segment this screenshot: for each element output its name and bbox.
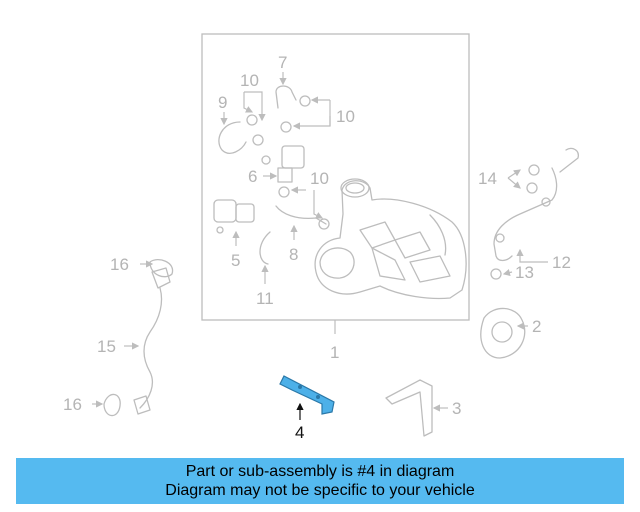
valve-6[interactable] <box>261 145 305 183</box>
oil-return-line-15[interactable] <box>133 267 171 415</box>
callout-16-top: 16 <box>110 255 129 274</box>
callout-9: 9 <box>218 93 227 112</box>
callout-11: 11 <box>256 289 274 308</box>
hose-11[interactable] <box>259 231 271 265</box>
gasket-2[interactable] <box>480 307 526 359</box>
oil-line-12[interactable] <box>493 147 579 262</box>
callout-4: 4 <box>295 423 304 442</box>
callout-6: 6 <box>248 167 257 186</box>
seal-13[interactable] <box>490 268 502 280</box>
hose-9[interactable] <box>218 121 247 154</box>
callout-3: 3 <box>452 399 461 418</box>
parts-diagram: 1 2 3 4 5 6 7 8 9 10 10 10 11 12 13 14 1… <box>63 33 579 442</box>
callout-2: 2 <box>532 317 541 336</box>
callout-12: 12 <box>552 253 571 272</box>
clamp-10-top[interactable] <box>246 95 311 146</box>
callout-5: 5 <box>231 251 240 270</box>
gasket-16-bottom[interactable] <box>103 393 121 417</box>
hose-7[interactable] <box>275 85 297 109</box>
gasket-16-top[interactable] <box>149 259 174 278</box>
callout-16-bottom: 16 <box>63 395 82 414</box>
callout-14: 14 <box>478 169 497 188</box>
washer-14[interactable] <box>526 164 540 194</box>
callout-15: 15 <box>97 337 116 356</box>
callout-7: 7 <box>278 53 287 72</box>
banner-line-1: Part or sub-assembly is #4 in diagram <box>185 463 455 480</box>
callout-10-middle: 10 <box>310 169 329 188</box>
callout-1: 1 <box>330 343 339 362</box>
callout-13: 13 <box>515 263 534 282</box>
callout-8: 8 <box>289 245 298 264</box>
callout-10-top-right: 10 <box>336 107 355 126</box>
bracket-4-highlighted[interactable] <box>279 375 335 415</box>
banner-line-2: Diagram may not be specific to your vehi… <box>165 482 475 499</box>
bracket-3[interactable] <box>385 379 433 437</box>
hose-8[interactable] <box>275 186 330 230</box>
turbocharger-part[interactable] <box>314 178 467 300</box>
actuator-5[interactable] <box>213 199 255 234</box>
info-banner: Part or sub-assembly is #4 in diagram Di… <box>16 458 624 504</box>
callout-10-top-left: 10 <box>240 71 259 90</box>
